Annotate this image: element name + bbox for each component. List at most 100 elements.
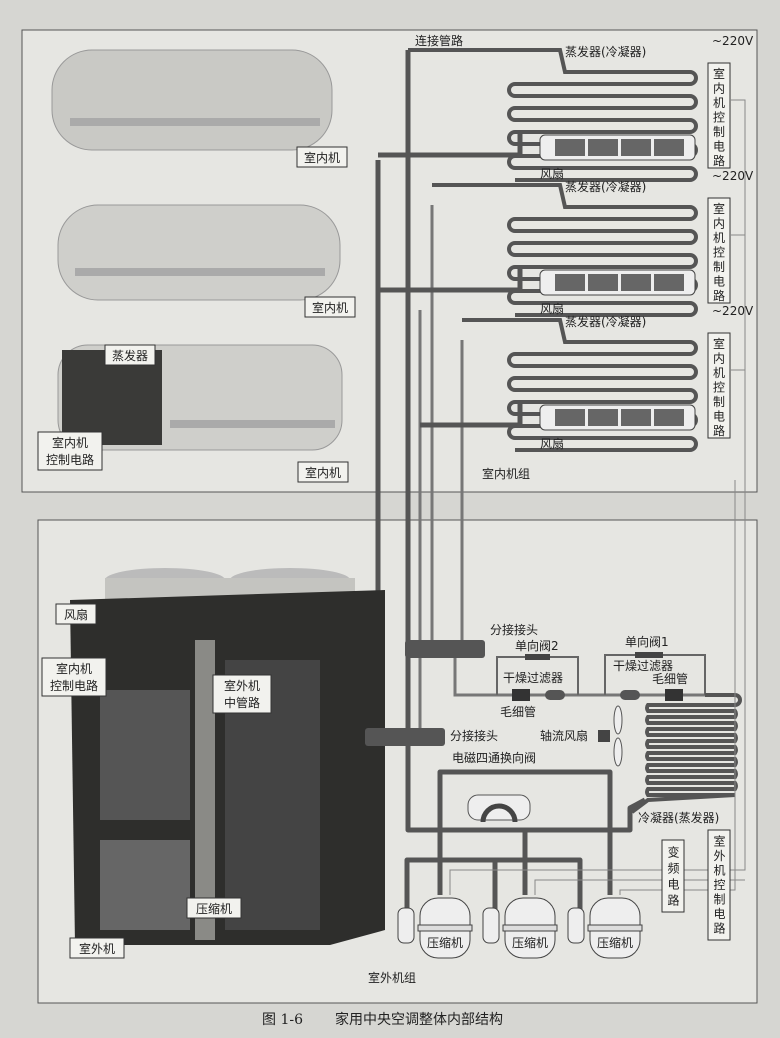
svg-text:内: 内: [713, 352, 725, 366]
dryer-filter-right: [620, 690, 640, 700]
svg-text:室: 室: [713, 66, 725, 81]
label-condenser: 冷凝器(蒸发器): [638, 810, 719, 825]
label-dryer-filter-left: 干燥过滤器: [503, 671, 563, 685]
svg-text:压缩机: 压缩机: [196, 901, 232, 916]
label-indoor-unit-1: 室内机: [296, 146, 348, 168]
label-capillary-left: 毛细管: [500, 704, 536, 719]
label-evaporator-coil: 蒸发器(冷凝器): [565, 314, 646, 329]
outdoor-unit-photo: [70, 568, 385, 945]
outdoor-control-box: 室外机控制电路: [707, 829, 731, 941]
svg-text:内: 内: [713, 217, 725, 231]
svg-text:路: 路: [713, 423, 725, 438]
return-pipe: [420, 402, 523, 428]
outdoor-condenser-coil: [630, 693, 742, 814]
svg-text:电: 电: [713, 140, 725, 154]
label-check-valve-1: 单向阀1: [625, 634, 669, 649]
indoor-control-box: [707, 62, 731, 169]
svg-text:室内机: 室内机: [304, 150, 340, 165]
svg-text:室: 室: [713, 201, 725, 216]
svg-text:室外机: 室外机: [224, 678, 260, 693]
label-indoor-group: 室内机组: [482, 466, 530, 481]
label-voltage: ~220V: [712, 169, 754, 183]
check-valve-1: [635, 652, 663, 658]
indoor-unit-photo-2: [57, 204, 341, 301]
svg-text:室外机: 室外机: [79, 941, 115, 956]
accumulator-icon: [567, 907, 585, 944]
label-outdoor-unit: 室外机: [69, 937, 125, 959]
accumulator-icon: [482, 907, 500, 944]
svg-text:机: 机: [713, 231, 725, 245]
indoor-control-box: [707, 332, 731, 439]
svg-text:控: 控: [713, 381, 725, 395]
label-outdoor-group: 室外机组: [368, 970, 416, 985]
check-valve-2: [525, 654, 550, 660]
label-manifold-upper: 分接接头: [490, 622, 538, 637]
svg-text:风扇: 风扇: [64, 607, 88, 622]
svg-text:制: 制: [713, 125, 725, 139]
label-outdoor-fan: 风扇: [55, 603, 97, 625]
label-manifold-lower: 分接接头: [450, 728, 498, 743]
evaporator-coil: [408, 48, 698, 182]
label-voltage: ~220V: [712, 34, 754, 48]
indoor-control-box: [707, 197, 731, 304]
label-indoor-unit-3: 室内机: [297, 461, 349, 483]
svg-text:室内机: 室内机: [56, 661, 92, 676]
caption-number: 图 1-6: [262, 1012, 303, 1028]
dryer-filter-left: [545, 690, 565, 700]
inverter-circuit-box: 变频电路: [661, 839, 685, 913]
label-fan: 风扇: [540, 436, 564, 451]
label-compressor-photo: 压缩机: [186, 897, 242, 919]
compressor-2: 压缩机: [482, 897, 558, 959]
svg-text:室内机: 室内机: [312, 300, 348, 315]
axial-fan-icon: [598, 705, 623, 767]
label-compressor: 压缩机: [512, 935, 548, 950]
capillary-right: [665, 689, 683, 701]
label-connecting-pipe: 连接管路: [415, 33, 463, 48]
svg-text:机: 机: [713, 366, 725, 380]
evaporator-coil: [462, 318, 698, 452]
label-evaporator-coil: 蒸发器(冷凝器): [565, 44, 646, 59]
svg-text:电: 电: [713, 410, 725, 424]
svg-text:内: 内: [713, 82, 725, 96]
label-fan: 风扇: [540, 166, 564, 181]
svg-text:制: 制: [713, 395, 725, 409]
svg-text:控制电路: 控制电路: [50, 678, 98, 693]
svg-text:控制电路: 控制电路: [46, 452, 94, 467]
capillary-left: [512, 689, 530, 701]
svg-text:蒸发器: 蒸发器: [112, 348, 148, 363]
label-outdoor-control: 室内机 控制电路: [41, 657, 107, 697]
manifold-lower: [365, 728, 445, 746]
svg-text:路: 路: [713, 153, 725, 168]
svg-text:电: 电: [713, 275, 725, 289]
label-voltage: ~220V: [712, 304, 754, 318]
svg-text:路: 路: [713, 288, 725, 303]
compressor-1: 压缩机: [397, 897, 473, 959]
svg-text:中管路: 中管路: [224, 695, 260, 710]
svg-text:机: 机: [713, 96, 725, 110]
accumulator-icon: [397, 907, 415, 944]
svg-text:控: 控: [713, 111, 725, 125]
label-middle-pipe: 室外机 中管路: [212, 674, 272, 714]
indoor-unit-photo-3: [57, 344, 343, 451]
evaporator-coil: [432, 183, 698, 317]
label-outdoor-control-circuit: 室外机控制电路: [712, 834, 726, 937]
label-dryer-filter-right: 干燥过滤器: [613, 659, 673, 673]
label-four-way-valve: 电磁四通换向阀: [452, 750, 536, 765]
label-inverter-circuit: 变频电路: [666, 845, 680, 910]
svg-text:室内机: 室内机: [305, 465, 341, 480]
label-check-valve-2: 单向阀2: [515, 638, 559, 653]
svg-text:室内机: 室内机: [52, 435, 88, 450]
compressor-3: 压缩机: [567, 897, 643, 959]
manifold-upper: [405, 640, 485, 658]
return-pipe: [378, 132, 523, 158]
caption-title: 家用中央空调整体内部结构: [335, 1011, 503, 1028]
label-fan: 风扇: [540, 301, 564, 316]
four-way-valve: [405, 735, 647, 833]
compressor-manifold-pipe: [404, 830, 613, 910]
svg-text:制: 制: [713, 260, 725, 274]
svg-text:室: 室: [713, 336, 725, 351]
label-indoor-unit-2: 室内机: [304, 296, 356, 318]
